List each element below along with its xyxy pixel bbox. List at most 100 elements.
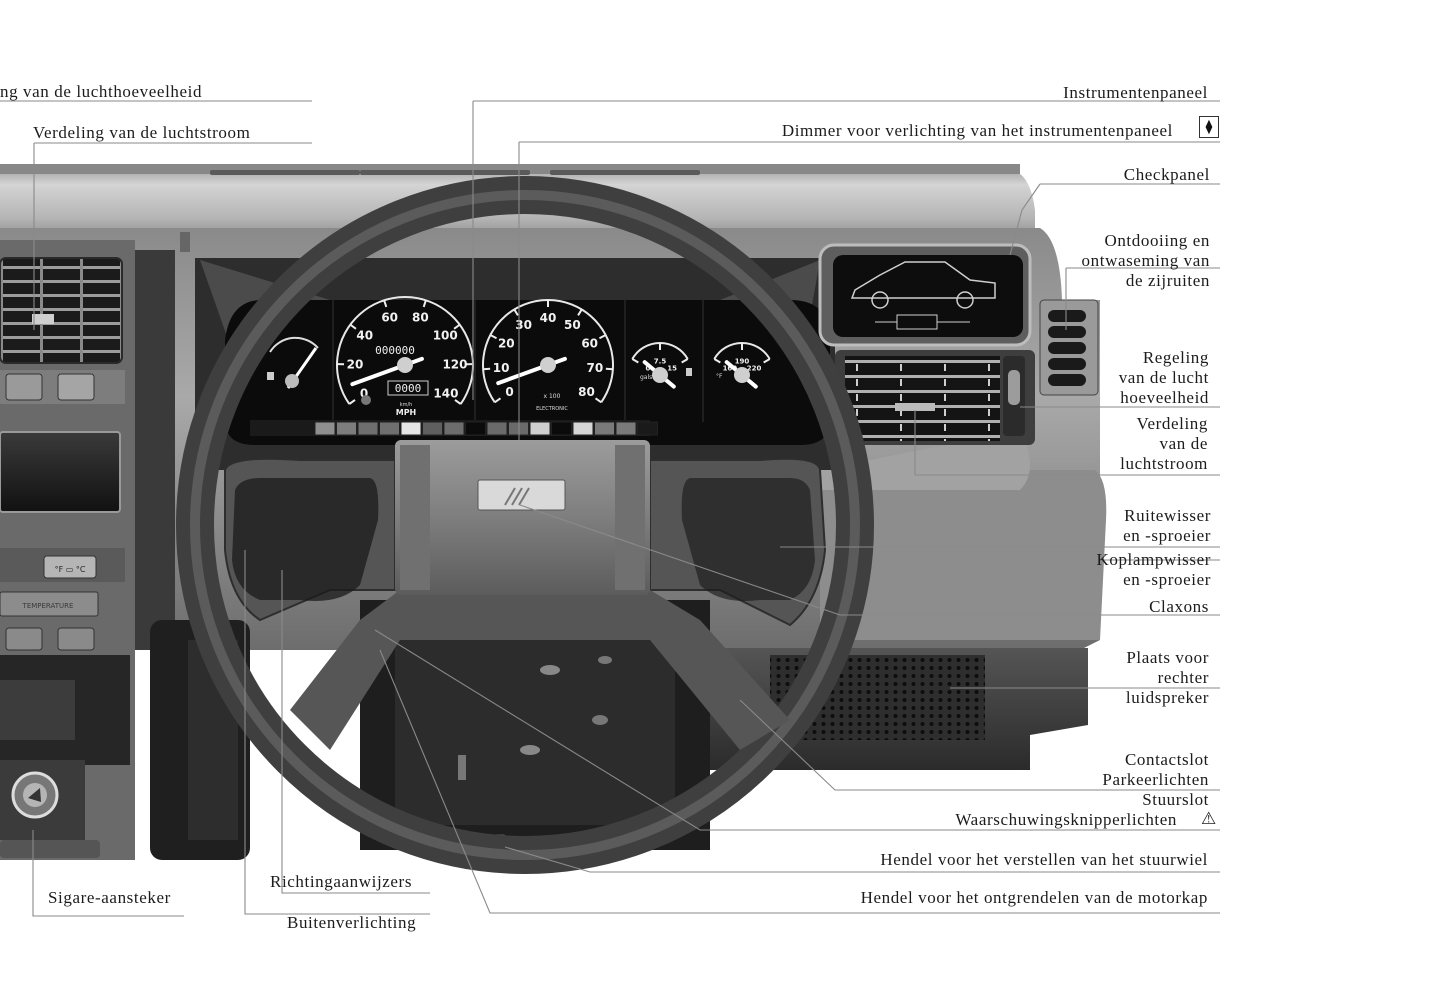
label-horns: Claxons (1149, 597, 1209, 616)
tachometer-tick-label: 70 (587, 361, 604, 375)
label-line: Ruitewisser (1124, 506, 1211, 525)
temperature-control-label: TEMPERATURE (22, 602, 74, 610)
tachometer-hub (540, 357, 556, 373)
fuel-gauge-tick-label: 0 (645, 364, 650, 372)
leader-direction-indicators (281, 570, 430, 894)
label-line: luchtstroom (1120, 454, 1208, 473)
fuel-gauge: 0 7.515 gals (631, 342, 692, 389)
fuel-gauge-tick-label: 15 (667, 364, 677, 372)
steering-wheel (176, 176, 874, 874)
label-line: Ontdooiing en (1104, 231, 1210, 250)
label-line: en -sproeier (1123, 570, 1211, 589)
label-line: Plaats voor (1126, 648, 1209, 667)
temp-unit: °F (716, 373, 723, 380)
warning-lamp (314, 421, 336, 436)
leader-dimmer (518, 141, 1220, 440)
warning-lamp (465, 421, 486, 436)
label-line: Regeling (1142, 348, 1209, 367)
aux-gauge-arc (269, 336, 319, 353)
leader-check-panel (1009, 183, 1220, 256)
speedometer-tick-label: 0 (360, 387, 368, 401)
warning-lamp (551, 421, 572, 436)
label-exterior-lighting: Buitenverlichting (287, 913, 417, 932)
warning-lamp (336, 421, 357, 436)
label-line: Koplampwisser (1096, 550, 1211, 569)
speedometer-tick-label: 100 (433, 328, 458, 342)
speed-unit: MPH (396, 408, 417, 417)
tachometer-tick-label: 30 (515, 318, 532, 332)
warning-lamp (486, 421, 508, 436)
label-line: Stuurslot (1142, 790, 1209, 809)
side-window-vent (1039, 299, 1099, 396)
leader-defrost-side (1065, 267, 1220, 330)
label-line: Parkeerlichten (1102, 770, 1209, 789)
label-hazard-lights: Waarschuwingsknipperlichten (955, 810, 1177, 829)
check-panel-display (818, 243, 1032, 347)
dimmer-glyph: ⧫ (1205, 119, 1213, 135)
label-air-amount-right: Regeling van de lucht hoeveelheid (1119, 348, 1209, 408)
warning-lamp (615, 421, 637, 436)
label-line: luidspreker (1125, 688, 1209, 707)
leader-instrument-panel (472, 100, 1220, 400)
label-line: Verdeling (1136, 414, 1208, 433)
label-headlamp-wiper: Koplampwisser en -sproeier (1096, 550, 1211, 590)
label-dimmer: Dimmer voor verlichting van het instrume… (781, 121, 1173, 140)
label-ignition: Contactslot Parkeerlichten Stuurslot (1102, 750, 1209, 810)
dash-top-edge (0, 164, 1020, 174)
speed-unit-small: km/h (400, 402, 413, 408)
speedometer-tick (453, 323, 461, 330)
tachometer-tick (513, 308, 519, 316)
speedometer-tick (348, 399, 356, 405)
label-wiper-washer: Ruitewisser en -sproeier (1123, 506, 1211, 546)
temp-gauge-hub (734, 367, 750, 383)
leader-steering-adjust (504, 846, 1220, 873)
dimmer-icon: ⧫ (1199, 116, 1219, 138)
leader-exterior-lighting (244, 550, 430, 915)
label-bonnet-release: Hendel voor het ontgrendelen van de moto… (860, 888, 1208, 907)
fuel-unit: gals (640, 374, 652, 381)
tachometer-tick (577, 308, 583, 316)
label-instrument-panel: Instrumentenpaneel (1063, 83, 1208, 102)
temp-gauge-tick-label: 220 (747, 364, 762, 372)
label-air-flow-distribution-right: Verdeling van de luchtstroom (1120, 414, 1208, 474)
label-steering-adjust: Hendel voor het verstellen van het stuur… (880, 850, 1208, 869)
dash-right-lower (820, 470, 1107, 640)
tachometer-tick-label: 40 (540, 311, 557, 325)
tachometer-tick (494, 397, 502, 404)
warning-lamp (400, 421, 422, 436)
label-air-flow-distribution-left: Verdeling van de luchtstroom (33, 123, 251, 142)
fuel-gauge-tick (631, 358, 639, 364)
steering-hub-horn-pad (395, 440, 650, 595)
tachometer-tick-label: 80 (578, 385, 595, 399)
odometer: 000000 (375, 344, 415, 357)
tachometer-tick-label: 50 (564, 318, 581, 332)
label-line: hoeveelheid (1120, 388, 1209, 407)
label-line: rechter (1157, 668, 1209, 687)
speedometer-hub (397, 357, 413, 373)
fuel-gauge-hub (652, 367, 668, 383)
leader-lines (0, 100, 1220, 917)
fuel-gauge-tick-label: 7.5 (654, 357, 667, 365)
trip-reset-knob (361, 395, 371, 405)
temp-gauge-tick-label: 160 (723, 364, 738, 372)
label-check-panel: Checkpanel (1123, 165, 1210, 184)
speedometer-tick-label: 140 (433, 387, 458, 401)
warning-lamp (572, 421, 594, 436)
label-cigarette-lighter: Sigare-aansteker (48, 888, 171, 907)
label-line: en -sproeier (1123, 526, 1211, 545)
temp-gauge-tick-label: 190 (735, 357, 750, 365)
aux-gauge-hub (285, 374, 299, 388)
speedometer-tick (349, 323, 357, 330)
tachometer-tick (598, 334, 607, 340)
hazard-triangle-icon: ⚠ (1201, 809, 1217, 829)
aux-gauge-icon (267, 372, 274, 380)
tacho-caption: ELECTRONIC (536, 406, 568, 412)
speedometer-tick (454, 399, 462, 405)
speedometer-tick (422, 299, 427, 308)
tachometer-tick-label: 60 (581, 336, 598, 350)
